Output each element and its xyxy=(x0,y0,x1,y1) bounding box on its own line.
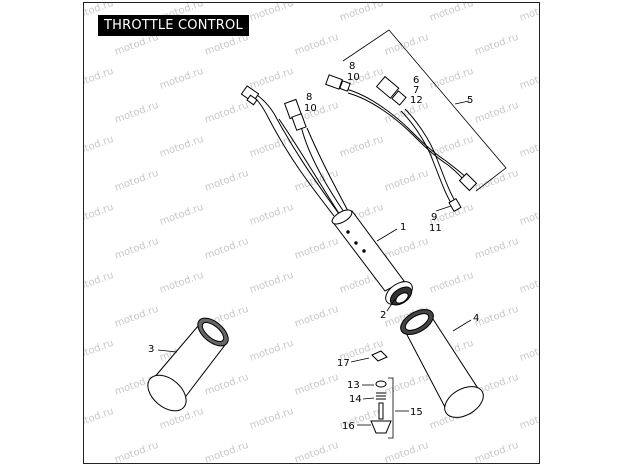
watermark-text: motod.ru xyxy=(113,168,160,194)
watermark-text: motod.ru xyxy=(293,372,340,398)
watermark-text: motod.ru xyxy=(293,236,340,262)
callout-10-upper: 10 xyxy=(347,72,360,83)
harness-connectors xyxy=(325,74,478,213)
callout-5: 5 xyxy=(467,95,473,106)
watermark-text: motod.ru xyxy=(248,270,295,296)
watermark-text: motod.ru xyxy=(113,100,160,126)
harness-assembly xyxy=(345,88,472,207)
watermark-text: motod.ru xyxy=(473,100,520,126)
callout-8-upper: 8 xyxy=(349,61,355,72)
callout-6: 6 xyxy=(413,75,419,86)
watermark-text: motod.ru xyxy=(383,236,430,262)
watermark-text: motod.ru xyxy=(518,406,540,432)
callout-7: 7 xyxy=(413,85,419,96)
watermark-text: motod.ru xyxy=(518,202,540,228)
callout-13: 13 xyxy=(347,380,360,391)
watermark-text: motod.ru xyxy=(203,168,250,194)
watermark-text: motod.ru xyxy=(473,236,520,262)
watermark-text: motod.ru xyxy=(113,304,160,330)
watermark-text: motod.ru xyxy=(293,304,340,330)
end-cap xyxy=(385,281,413,306)
watermark-text: motod.ru xyxy=(84,406,115,432)
watermark-text: motod.ru xyxy=(84,270,115,296)
watermark-text: motod.ru xyxy=(518,66,540,92)
bracket-5 xyxy=(342,29,507,192)
callout-16: 16 xyxy=(342,421,355,432)
watermark-text: motod.ru xyxy=(293,440,340,464)
watermark-text: motod.ru xyxy=(428,270,475,296)
watermark-text: motod.ru xyxy=(518,134,540,160)
watermark-text: motod.ru xyxy=(203,440,250,464)
watermark-text: motod.ru xyxy=(158,270,205,296)
watermark-text: motod.ru xyxy=(383,440,430,464)
throttle-tube xyxy=(331,209,405,292)
watermark-text: motod.ru xyxy=(113,440,160,464)
parts-diagram: motod.ru motod.ru motod.ru motod.ru motod.ru… xyxy=(84,3,540,464)
watermark-text: motod.ru xyxy=(518,270,540,296)
watermark-text: motod.ru xyxy=(293,168,340,194)
watermark-text: motod.ru xyxy=(383,168,430,194)
callout-9: 9 xyxy=(431,212,437,223)
watermark-text: motod.ru xyxy=(518,3,540,24)
callout-4: 4 xyxy=(473,313,479,324)
watermark-text: motod.ru xyxy=(203,100,250,126)
callout-11: 11 xyxy=(429,223,442,234)
watermark-text: motod.ru xyxy=(473,304,520,330)
watermark-text: motod.ru xyxy=(113,236,160,262)
callout-8-left: 8 xyxy=(306,92,312,103)
grip-right xyxy=(400,309,484,418)
watermark-text: motod.ru xyxy=(473,168,520,194)
watermark-text: motod.ru xyxy=(158,202,205,228)
leader-lines xyxy=(157,205,472,426)
callout-2: 2 xyxy=(380,310,386,321)
watermark-text: motod.ru xyxy=(383,372,430,398)
callout-1: 1 xyxy=(400,222,406,233)
watermark-text: motod.ru xyxy=(248,338,295,364)
watermark-text: motod.ru xyxy=(84,202,115,228)
watermark-text: motod.ru xyxy=(203,372,250,398)
watermark-text: motod.ru xyxy=(248,66,295,92)
bracket-15 xyxy=(388,377,394,439)
watermark-text: motod.ru xyxy=(248,202,295,228)
watermark-text: motod.ru xyxy=(158,134,205,160)
watermark-text: motod.ru xyxy=(473,440,520,464)
callout-14: 14 xyxy=(349,394,362,405)
watermark-text: motod.ru xyxy=(84,134,115,160)
watermark-text: motod.ru xyxy=(248,406,295,432)
watermark-text: motod.ru xyxy=(428,3,475,24)
watermark-text: motod.ru xyxy=(338,134,385,160)
watermark-text: motod.ru xyxy=(293,32,340,58)
wire-harness xyxy=(252,94,349,217)
watermark-text: motod.ru xyxy=(158,406,205,432)
diagram-frame: motod.ru motod.ru motod.ru motod.ru motod.ru… xyxy=(83,2,540,464)
watermark-text: motod.ru xyxy=(383,32,430,58)
connector-upper-left xyxy=(240,85,307,131)
callout-3: 3 xyxy=(148,344,154,355)
watermark-text: motod.ru xyxy=(338,3,385,24)
small-parts xyxy=(370,350,392,434)
watermark-text: motod.ru xyxy=(248,3,295,24)
callout-17: 17 xyxy=(337,358,350,369)
watermark-text: motod.ru xyxy=(518,338,540,364)
callout-12: 12 xyxy=(410,95,423,106)
watermark-text: motod.ru xyxy=(84,338,115,364)
grip-left xyxy=(147,317,229,412)
diagram-title: THROTTLE CONTROL xyxy=(98,15,249,36)
callout-15: 15 xyxy=(410,407,423,418)
watermark-text: motod.ru xyxy=(84,66,115,92)
callout-10-left: 10 xyxy=(304,103,317,114)
watermark-text: motod.ru xyxy=(473,32,520,58)
watermark-text: motod.ru xyxy=(428,66,475,92)
watermark-text: motod.ru xyxy=(203,236,250,262)
watermark-text: motod.ru xyxy=(158,66,205,92)
